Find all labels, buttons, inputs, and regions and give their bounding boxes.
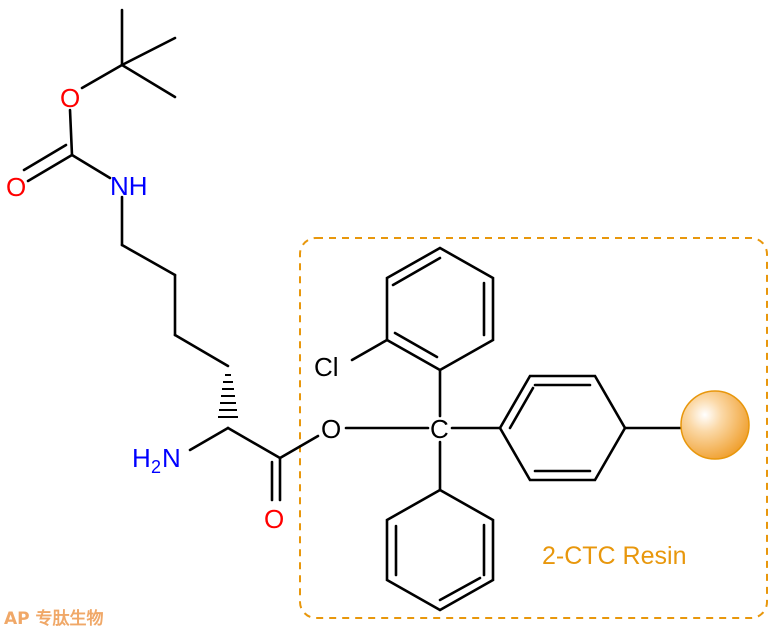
trityl-carbon: C — [430, 414, 449, 444]
amine-subscript: 2 — [151, 457, 161, 477]
amine-h: H — [132, 443, 151, 473]
chlorine: Cl — [314, 352, 339, 382]
ester-oxygen: O — [321, 414, 341, 444]
hashed-wedge — [218, 374, 238, 418]
acid-carbonyl-oxygen: O — [264, 504, 284, 534]
carbamate-nh: NH — [110, 171, 148, 201]
watermark: AP 专肽生物 — [4, 608, 104, 629]
boc-carbonyl-oxygen: O — [6, 172, 26, 202]
amine-n: N — [162, 443, 181, 473]
resin-bead-icon — [680, 390, 750, 460]
resin-label: 2-CTC Resin — [542, 542, 686, 570]
boc-ether-oxygen: O — [60, 83, 80, 113]
bonds — [22, 8, 682, 612]
